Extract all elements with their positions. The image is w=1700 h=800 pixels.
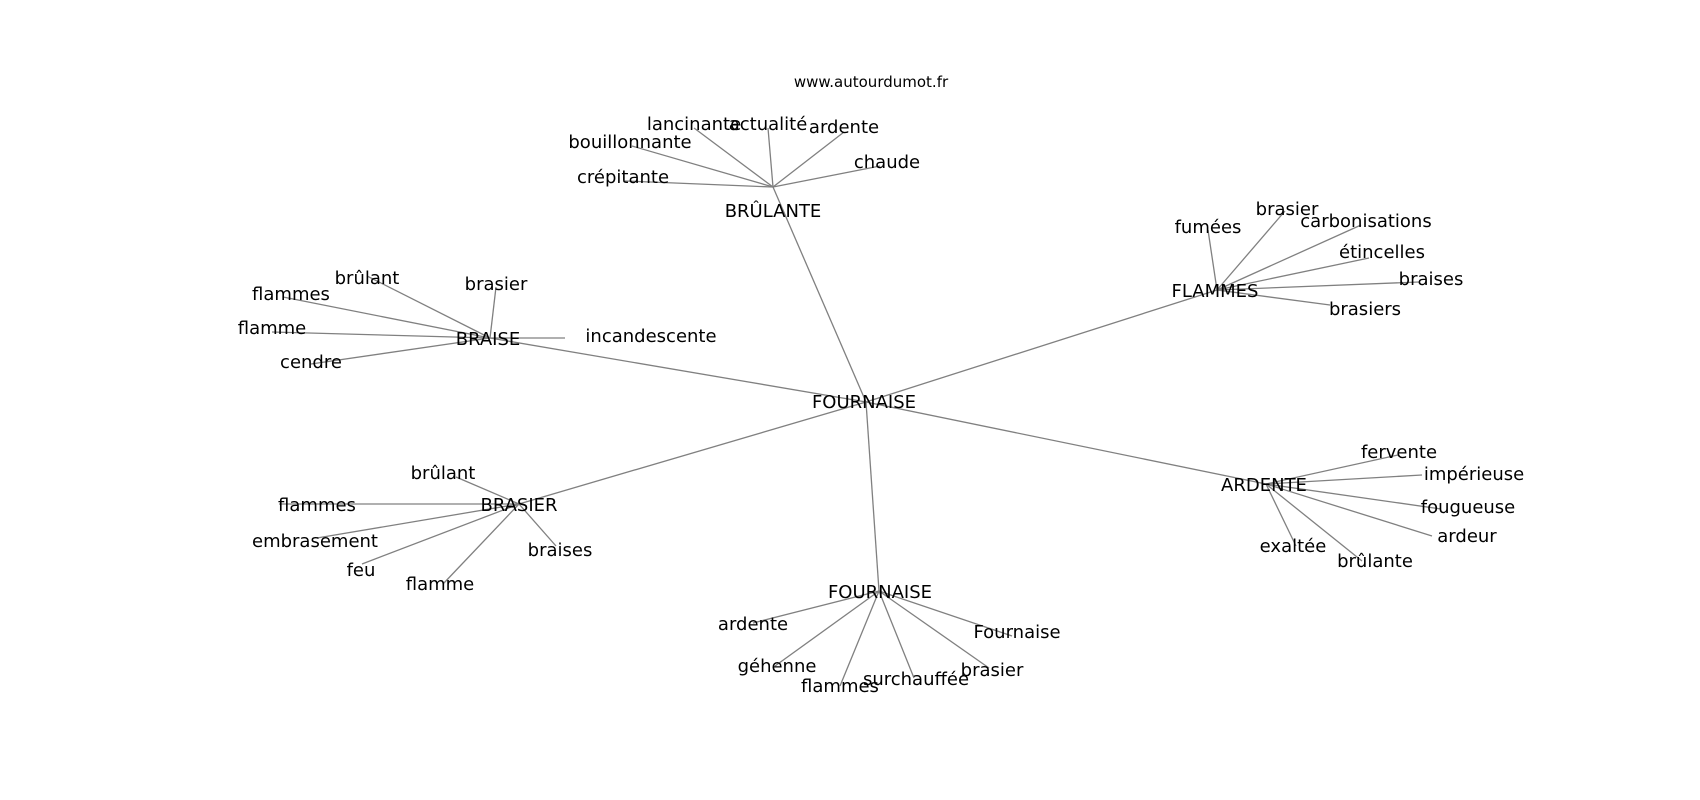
edge-hub-word (767, 127, 774, 188)
edge-hub-word (1216, 257, 1370, 291)
word-node: surchauffée (863, 669, 969, 690)
edge-hub-word (310, 337, 491, 365)
source-url: www.autourdumot.fr (794, 73, 949, 91)
edge-hub-word (1265, 483, 1297, 547)
word-node: braises (528, 540, 593, 561)
edge-hub-word (878, 590, 915, 679)
word-node: crépitante (577, 167, 669, 188)
edge-center-hub (489, 337, 867, 403)
hub-node: ARDENTE (1221, 475, 1307, 496)
edge-hub-word (878, 590, 1013, 637)
hub-node: BRAISE (456, 329, 521, 350)
word-node: exaltée (1260, 536, 1327, 557)
word-node: étincelles (1339, 242, 1425, 263)
word-node: brûlant (335, 268, 400, 289)
edge-hub-word (631, 145, 774, 188)
word-node: lancinante (647, 114, 741, 135)
word-node: flammes (801, 676, 879, 697)
word-node: feu (347, 560, 376, 581)
word-node: impérieuse (1424, 464, 1524, 485)
word-node: ardeur (1437, 526, 1497, 547)
word-node: brasier (1256, 199, 1319, 220)
edge-hub-word (1216, 289, 1331, 306)
edge-hub-word (489, 286, 497, 339)
word-node: flamme (238, 318, 307, 339)
edge-hub-word (839, 590, 880, 687)
word-node: flamme (406, 574, 475, 595)
word-node: Fournaise (973, 622, 1060, 643)
edge-hub-word (518, 503, 557, 547)
edge-hub-word (772, 165, 881, 188)
edge-hub-word (1265, 483, 1442, 510)
word-node: flammes (278, 495, 356, 516)
word-node: fumées (1175, 217, 1242, 238)
word-node: chaude (854, 152, 920, 173)
edge-hub-word (1265, 474, 1423, 485)
word-node: brûlant (411, 463, 476, 484)
edge-hub-word (1216, 281, 1420, 291)
edge-center-hub (865, 401, 880, 592)
hub-node: FOURNAISE (828, 582, 932, 603)
edge-center-hub (865, 401, 1267, 485)
edge-hub-word (1216, 224, 1362, 291)
edge-center-hub (865, 289, 1218, 403)
edge-hub-word (316, 503, 520, 539)
word-node: géhenne (738, 656, 817, 677)
word-node: actualité (729, 114, 808, 135)
center-node: FOURNAISE (812, 392, 916, 413)
word-node: ardente (809, 117, 879, 138)
edge-hub-word (752, 590, 880, 624)
edge-hub-word (693, 127, 774, 188)
word-node: bouillonnante (568, 132, 691, 153)
hub-node: BRASIER (480, 495, 557, 516)
edge-hub-word (774, 590, 880, 667)
word-node: brûlante (1337, 551, 1413, 572)
word-node: incandescente (585, 326, 716, 347)
hub-node: FLAMMES (1172, 281, 1259, 302)
word-node: carbonisations (1300, 211, 1431, 232)
word-node: cendre (280, 352, 342, 373)
edge-hub-word (1265, 483, 1433, 537)
hub-node: BRÛLANTE (725, 200, 822, 222)
graph-edges (271, 127, 1442, 687)
edge-hub-word (455, 476, 520, 505)
edge-hub-word (878, 590, 990, 669)
edge-center-hub (518, 401, 867, 505)
word-node: braises (1399, 269, 1464, 290)
edge-hub-word (361, 503, 520, 565)
edge-hub-word (1265, 454, 1399, 485)
edge-hub-word (1207, 229, 1218, 291)
word-node: brasiers (1329, 299, 1401, 320)
edge-hub-word (772, 131, 845, 188)
word-node: fougueuse (1421, 497, 1516, 518)
word-node: embrasement (252, 531, 378, 552)
word-node: brasier (961, 660, 1024, 681)
word-node: fervente (1361, 442, 1437, 463)
edge-hub-word (1265, 483, 1363, 562)
edge-hub-word (366, 275, 491, 339)
graph-labels: www.autourdumot.fr FOURNAISE BRÛLANTE lan… (238, 73, 1524, 697)
edge-hub-word (624, 180, 774, 188)
edge-hub-word (442, 503, 520, 585)
edge-center-hub (772, 186, 867, 403)
word-node: ardente (718, 614, 788, 635)
edge-hub-word (271, 331, 491, 339)
edge-hub-word (282, 296, 491, 339)
word-node: flammes (252, 284, 330, 305)
edge-hub-word (1216, 210, 1286, 291)
word-node: brasier (465, 274, 528, 295)
